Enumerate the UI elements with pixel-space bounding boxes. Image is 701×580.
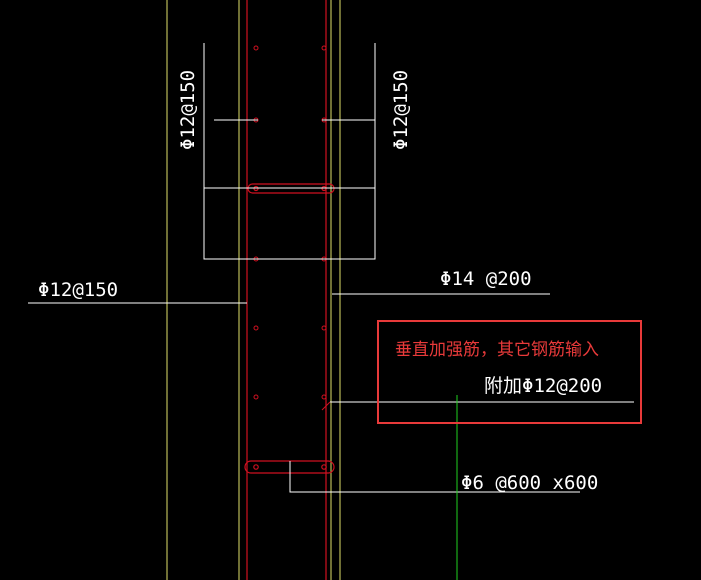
rebar-dot (253, 45, 259, 51)
rebar-dot (253, 325, 259, 331)
leader-tie (289, 461, 580, 493)
label-left-horizontal: Φ12@150 (38, 279, 118, 301)
rebar-dot (321, 394, 327, 400)
label-tie: Φ6 @600 x600 (461, 472, 598, 494)
label-additional: 附加Φ12@200 (484, 375, 602, 397)
annotation-text: 垂直加强筋，其它钢筋输入 (395, 340, 599, 360)
rebar-dot (253, 394, 259, 400)
label-top-right-vertical: Φ12@150 (390, 70, 412, 150)
leader-additional-tick (321, 401, 331, 411)
horizontal-bar-bracket (203, 43, 376, 260)
rebar-dot (321, 45, 327, 51)
label-right-horizontal: Φ14 @200 (440, 268, 532, 290)
rebar-dot (321, 325, 327, 331)
label-top-left-vertical: Φ12@150 (177, 70, 199, 150)
annotation-box (377, 320, 642, 424)
